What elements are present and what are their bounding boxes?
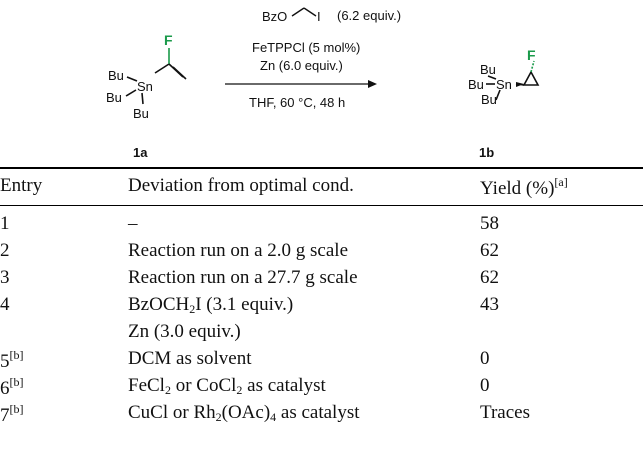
reagent-bond-1 <box>291 7 305 17</box>
reductant-condition: Zn (6.0 equiv.) <box>260 58 343 73</box>
deviation-cell: CuCl or Rh2(OAc)4 as catalyst <box>128 402 360 424</box>
deviation-cell-line2: Zn (3.0 equiv.) <box>128 321 241 342</box>
reagent-bzo: BzO <box>262 9 287 24</box>
reaction-arrow-head <box>368 80 377 88</box>
starting-material-structure <box>125 48 187 105</box>
butyl-1b-left: Bu <box>468 77 484 92</box>
yield-cell: 0 <box>480 375 490 396</box>
entry-cell: 2 <box>0 240 10 262</box>
fluorine-atom-1a: F <box>164 32 173 48</box>
table-top-rule <box>0 167 643 169</box>
bond-bu-3 <box>141 92 144 105</box>
butyl-1b-bottom: Bu <box>481 92 497 107</box>
yield-cell: 62 <box>480 240 499 261</box>
bond-double <box>172 66 187 80</box>
entry-footnote: [b] <box>9 375 24 389</box>
entry-cell: 3 <box>0 267 10 289</box>
yield-cell: 0 <box>480 348 490 369</box>
entry-number: 6 <box>0 378 10 399</box>
reagent-equiv: (6.2 equiv.) <box>337 8 402 23</box>
entry-footnote: [b] <box>9 348 24 362</box>
fluorine-atom-1b: F <box>527 47 536 63</box>
entry-footnote: [b] <box>9 402 24 416</box>
yield-cell: 58 <box>480 213 499 234</box>
entry-number: 2 <box>0 240 10 261</box>
butyl-1a-top: Bu <box>108 68 124 83</box>
yield-cell: Traces <box>480 402 530 423</box>
deviation-cell: – <box>128 213 138 234</box>
deviation-cell: BzOCH2I (3.1 equiv.) <box>128 294 294 316</box>
entry-cell: 5[b] <box>0 348 24 373</box>
entry-number: 5 <box>0 351 10 372</box>
bond-bu-p1 <box>487 75 497 80</box>
reagent-bond-2 <box>303 7 317 17</box>
reagent-structure <box>291 7 317 17</box>
header-yield-text: Yield (%) <box>480 178 555 199</box>
entry-number: 7 <box>0 405 10 426</box>
yield-cell: 62 <box>480 267 499 288</box>
cyclopropane-ring <box>522 70 540 86</box>
entry-number: 3 <box>0 267 10 288</box>
entry-number: 4 <box>0 294 10 315</box>
entry-number: 1 <box>0 213 10 234</box>
reagent-iodine: I <box>317 9 321 24</box>
entry-cell: 4 <box>0 294 10 316</box>
header-entry: Entry <box>0 175 43 196</box>
bond-bu-p3 <box>495 89 501 101</box>
reaction-scheme: F Sn Bu Bu Bu BzO I F Sn Bu Bu Bu (6.2 e… <box>0 0 643 168</box>
deviation-cell: DCM as solvent <box>128 348 252 369</box>
bond-sn-c <box>154 63 170 74</box>
tin-atom-1b: Sn <box>496 77 512 92</box>
entry-cell: 6[b] <box>0 375 24 400</box>
entry-cell: 7[b] <box>0 402 24 427</box>
solvent-temp-time: THF, 60 °C, 48 h <box>249 95 346 110</box>
compound-label-1b: 1b <box>479 145 495 160</box>
bond-bu-1 <box>126 76 138 82</box>
yield-cell: 43 <box>480 294 499 315</box>
entry-cell: 1 <box>0 213 10 235</box>
header-yield: Yield (%)[a] <box>480 175 568 200</box>
butyl-1a-left: Bu <box>106 90 122 105</box>
butyl-1a-bottom: Bu <box>133 106 149 121</box>
bond-c-f-hashed <box>530 60 535 73</box>
catalyst-condition: FeTPPCl (5 mol%) <box>252 40 361 55</box>
scheme-drawing: F Sn Bu Bu Bu BzO I F Sn Bu Bu Bu <box>106 7 540 121</box>
butyl-1b-top: Bu <box>480 62 496 77</box>
deviation-cell: Reaction run on a 27.7 g scale <box>128 267 358 288</box>
header-yield-footnote: [a] <box>554 175 568 189</box>
header-deviation: Deviation from optimal cond. <box>128 175 354 196</box>
compound-label-1a: 1a <box>133 145 148 160</box>
tin-atom-1a: Sn <box>137 79 153 94</box>
wedge-bond <box>516 82 524 87</box>
table-header-rule <box>0 205 643 206</box>
bond-bu-2 <box>125 89 137 97</box>
deviation-cell: Reaction run on a 2.0 g scale <box>128 240 349 261</box>
deviation-cell: FeCl2 or CoCl2 as catalyst <box>128 375 326 397</box>
